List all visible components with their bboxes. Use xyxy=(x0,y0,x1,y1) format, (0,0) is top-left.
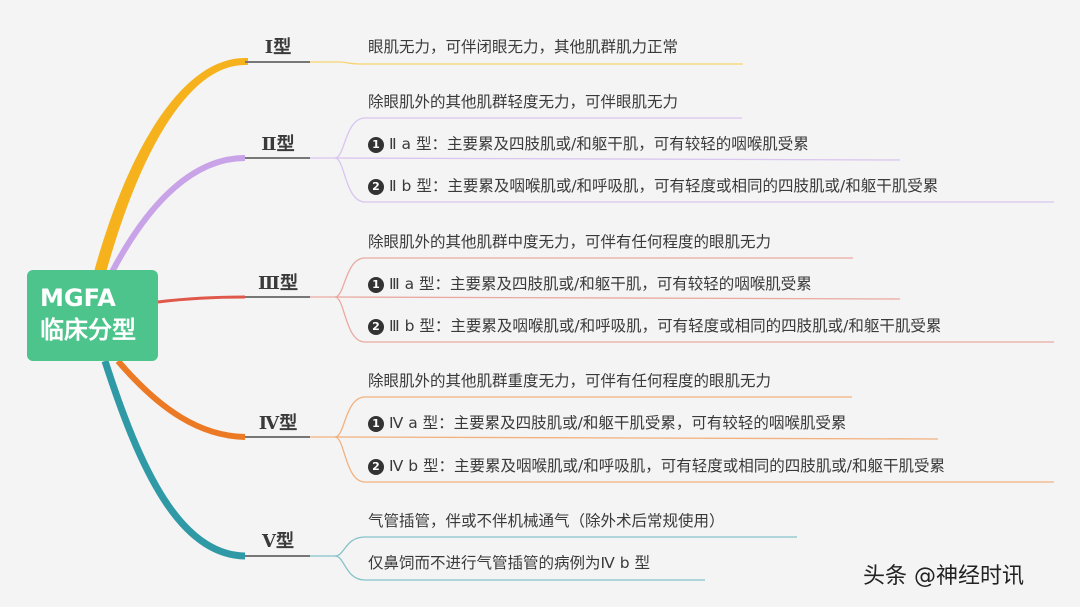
leaf-type3b: 2 Ⅲ b 型：主要累及咽喉肌或/和呼吸肌，可有轻度或相同的四肢肌或/和躯干肌受累 xyxy=(368,314,941,336)
type-label-5[interactable]: Ⅴ型 xyxy=(262,531,294,552)
number-badge-2: 2 xyxy=(368,319,384,335)
leaf-type4-desc: 除眼肌外的其他肌群重度无力，可伴有任何程度的眼肌无力 xyxy=(368,372,772,390)
watermark: 头条 @神经时讯 xyxy=(863,564,1024,589)
leaf-type3a: 1 Ⅲ a 型：主要累及四肢肌或/和躯干肌，可有较轻的咽喉肌受累 xyxy=(368,272,812,294)
type-label-1[interactable]: Ⅰ型 xyxy=(264,37,292,58)
leaf-type2a: 1 Ⅱ a 型：主要累及四肢肌或/和躯干肌，可有较轻的咽喉肌受累 xyxy=(368,132,809,154)
number-badge-1: 1 xyxy=(368,137,384,153)
leaf-text: Ⅲ a 型：主要累及四肢肌或/和躯干肌，可有较轻的咽喉肌受累 xyxy=(389,275,812,293)
type-label-4[interactable]: Ⅳ型 xyxy=(258,413,298,434)
leaf-type1-desc: 眼肌无力，可伴闭眼无力，其他肌群肌力正常 xyxy=(368,38,679,56)
leaf-type5-desc: 气管插管，伴或不伴机械通气（除外术后常规使用） xyxy=(368,512,725,530)
root-subtitle: 临床分型 xyxy=(40,316,136,344)
number-badge-2: 2 xyxy=(368,179,384,195)
root-node[interactable]: MGFA 临床分型 xyxy=(27,270,158,361)
leaf-type4a: 1 Ⅳ a 型：主要累及四肢肌或/和躯干肌受累，可有较轻的咽喉肌受累 xyxy=(368,411,846,433)
type-label-2[interactable]: Ⅱ型 xyxy=(261,134,295,155)
root-title: MGFA xyxy=(40,284,116,312)
leaf-type5-note: 仅鼻饲而不进行气管插管的病例为Ⅳ b 型 xyxy=(368,554,650,572)
leaf-text: Ⅲ b 型：主要累及咽喉肌或/和呼吸肌，可有轻度或相同的四肢肌或/和躯干肌受累 xyxy=(389,317,942,335)
number-badge-1: 1 xyxy=(368,416,384,432)
leaf-text: Ⅱ b 型：主要累及咽喉肌或/和呼吸肌，可有轻度或相同的四肢肌或/和躯干肌受累 xyxy=(389,177,939,195)
leaf-type2b: 2 Ⅱ b 型：主要累及咽喉肌或/和呼吸肌，可有轻度或相同的四肢肌或/和躯干肌受累 xyxy=(368,174,938,196)
leaf-text: Ⅳ a 型：主要累及四肢肌或/和躯干肌受累，可有较轻的咽喉肌受累 xyxy=(389,414,847,432)
leaf-text: Ⅱ a 型：主要累及四肢肌或/和躯干肌，可有较轻的咽喉肌受累 xyxy=(389,135,809,153)
leaf-type4b: 2 Ⅳ b 型：主要累及咽喉肌或/和呼吸肌，可有轻度或相同的四肢肌或/和躯干肌受累 xyxy=(368,454,945,476)
leaf-type2-desc: 除眼肌外的其他肌群轻度无力，可伴眼肌无力 xyxy=(368,93,679,111)
number-badge-2: 2 xyxy=(368,459,384,475)
type-label-3[interactable]: Ⅲ型 xyxy=(258,273,298,294)
leaf-text: Ⅳ b 型：主要累及咽喉肌或/和呼吸肌，可有轻度或相同的四肢肌或/和躯干肌受累 xyxy=(389,457,945,475)
leaf-type3-desc: 除眼肌外的其他肌群中度无力，可伴有任何程度的眼肌无力 xyxy=(368,233,772,251)
number-badge-1: 1 xyxy=(368,277,384,293)
